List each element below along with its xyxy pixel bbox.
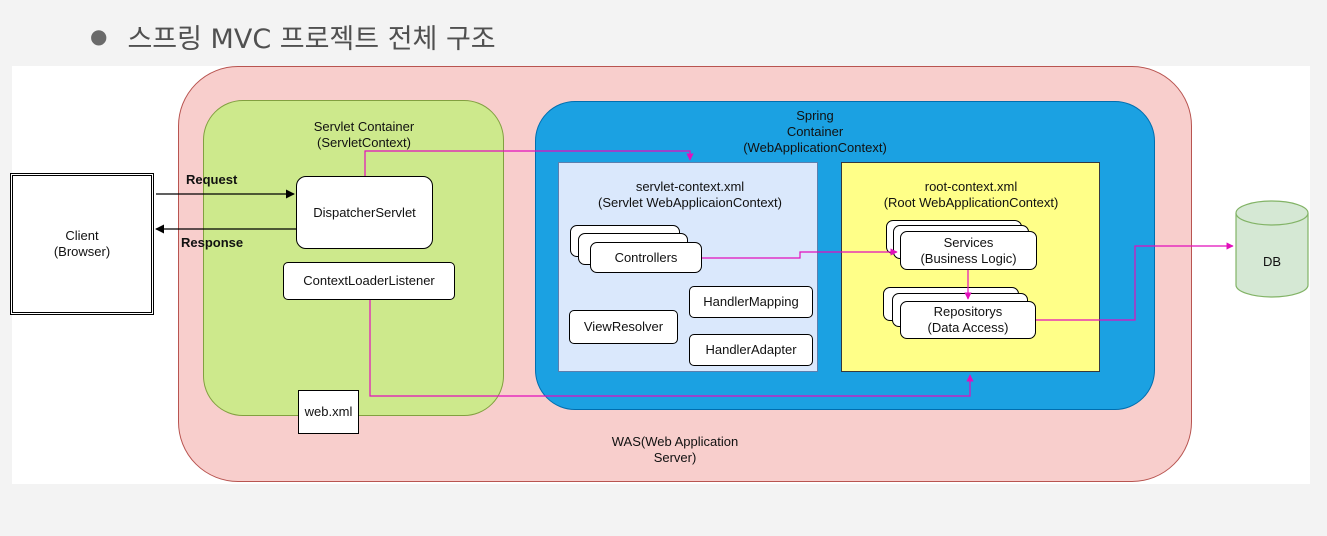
repositorys-box: Repositorys (Data Access) xyxy=(900,301,1036,339)
spring-container-label: Spring Container (WebApplicationContext) xyxy=(743,108,887,155)
servlet-container-label: Servlet Container (ServletContext) xyxy=(313,119,415,150)
request-label: Request xyxy=(186,172,238,187)
servlet-context-label: servlet-context.xml (Servlet WebApplicai… xyxy=(597,179,782,210)
slide-heading: ● 스프링 MVC 프로젝트 전체 구조 xyxy=(90,14,496,58)
was-label: WAS(Web Application Server) xyxy=(611,434,739,465)
context-loader-listener-box: ContextLoaderListener xyxy=(283,262,455,300)
db-label: DB xyxy=(1262,254,1282,269)
root-context-label: root-context.xml (Root WebApplicationCon… xyxy=(883,179,1059,210)
client-browser-box: Client (Browser) xyxy=(10,173,154,315)
heading-title: 스프링 MVC 프로젝트 전체 구조 xyxy=(127,23,496,55)
handler-mapping-box: HandlerMapping xyxy=(689,286,813,318)
bullet-icon: ● xyxy=(90,24,108,48)
response-label: Response xyxy=(181,235,244,250)
handler-adapter-box: HandlerAdapter xyxy=(689,334,813,366)
services-box: Services (Business Logic) xyxy=(900,231,1037,270)
dispatcher-servlet-box: DispatcherServlet xyxy=(296,176,433,249)
web-xml-box: web.xml xyxy=(298,390,359,434)
controllers-box: Controllers xyxy=(590,242,702,273)
view-resolver-box: ViewResolver xyxy=(569,310,678,344)
